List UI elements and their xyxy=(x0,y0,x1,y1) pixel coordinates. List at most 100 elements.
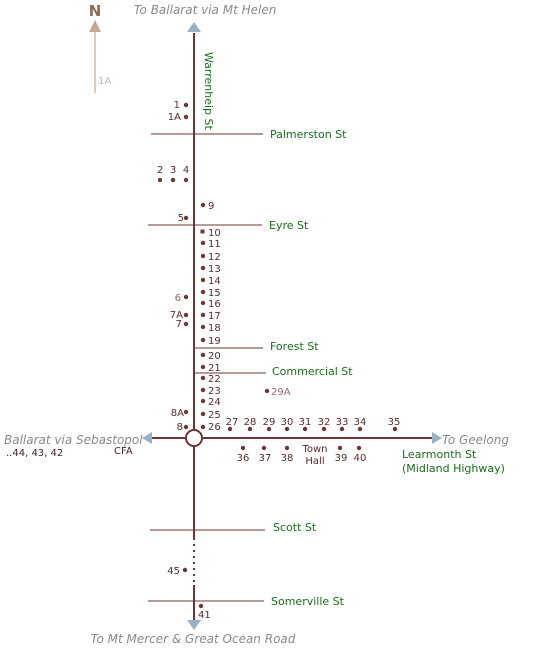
stop-dot xyxy=(183,102,189,108)
stop-dot xyxy=(183,321,189,327)
stop-label: 45 xyxy=(167,566,180,577)
destination-east: To Geelong xyxy=(442,433,509,447)
stop-label: 1A xyxy=(168,112,181,123)
stop-dot xyxy=(200,253,206,259)
west-route-numbers: ..44, 43, 42 xyxy=(6,448,63,459)
stop-label: 14 xyxy=(208,276,221,287)
stop-label: 39 xyxy=(335,453,348,464)
street-label-commercial: Commercial St xyxy=(272,365,353,378)
stop-label: 5 xyxy=(178,213,184,224)
stop-dot xyxy=(392,426,398,432)
stop-label: 6 xyxy=(175,293,181,304)
stop-label: 4 xyxy=(183,165,189,176)
stop-label: 30 xyxy=(281,417,294,428)
north-label: N xyxy=(89,2,102,20)
stop-label: 33 xyxy=(336,417,349,428)
landmark-town-hall-line1: Town xyxy=(301,444,327,455)
stop-dot xyxy=(247,426,253,432)
street-label-forest: Forest St xyxy=(270,340,319,353)
arrow-south-icon xyxy=(187,620,201,630)
stop-label: 41 xyxy=(198,610,211,621)
stop-label: 8A xyxy=(171,408,184,419)
stop-label: 31 xyxy=(299,417,312,428)
stop-dot xyxy=(200,375,206,381)
stop-label: 35 xyxy=(388,417,401,428)
stop-dot xyxy=(183,424,189,430)
stop-label: 36 xyxy=(237,453,250,464)
north-arrow: N 1A xyxy=(89,2,111,93)
stop-dot xyxy=(200,312,206,318)
arrow-north-icon xyxy=(187,22,201,32)
stop-dot xyxy=(200,300,206,306)
stop-dot xyxy=(337,445,343,451)
stop-label: 2 xyxy=(157,165,163,176)
stop-label: 29A xyxy=(271,387,291,398)
stop-label: 3 xyxy=(170,165,176,176)
stop-dot xyxy=(200,265,206,271)
street-label-palmerston: Palmerston St xyxy=(270,128,347,141)
stop-dot xyxy=(183,215,189,221)
stop-dot xyxy=(284,445,290,451)
stop-dot xyxy=(183,177,189,183)
cross-streets xyxy=(148,133,266,602)
stop-dot xyxy=(261,445,267,451)
stop-label: 10 xyxy=(208,228,221,239)
stop-dot xyxy=(266,426,272,432)
stop-label: 11 xyxy=(208,239,221,250)
stop-dot xyxy=(200,387,206,393)
stop-dot xyxy=(183,409,189,415)
stop-dot xyxy=(200,240,206,246)
stop-label: 29 xyxy=(263,417,276,428)
street-label-learmonth-sub: (Midland Highway) xyxy=(402,462,505,475)
stop-dot xyxy=(264,388,270,394)
stop-label: 13 xyxy=(208,264,221,275)
street-label-eyre: Eyre St xyxy=(269,219,309,232)
stop-label: 16 xyxy=(208,299,221,310)
stop-label: 20 xyxy=(208,351,221,362)
stop-label: 34 xyxy=(354,417,367,428)
stop-dot xyxy=(240,445,246,451)
stop-dot xyxy=(200,411,206,417)
stop-label: 24 xyxy=(208,397,221,408)
stop-label: 22 xyxy=(208,374,221,385)
stop-dot xyxy=(183,294,189,300)
destination-west: Ballarat via Sebastopol xyxy=(4,433,143,447)
stop-label: 7 xyxy=(176,319,182,330)
stop-dot xyxy=(357,426,363,432)
stop-dot xyxy=(356,445,362,451)
stop-dot xyxy=(321,426,327,432)
stop-dot xyxy=(200,364,206,370)
intersection-circle-icon xyxy=(185,429,203,447)
street-label-learmonth: Learmonth St xyxy=(402,448,477,461)
stop-dot xyxy=(170,177,176,183)
north-stop-label: 1A xyxy=(98,76,111,87)
arrow-west-icon xyxy=(142,432,152,444)
stop-label: 40 xyxy=(354,453,367,464)
stop-label: 25 xyxy=(208,410,221,421)
stop-dots xyxy=(157,102,398,609)
stop-label: 32 xyxy=(318,417,331,428)
stop-label: 9 xyxy=(208,201,214,212)
arrow-east-icon xyxy=(432,432,442,444)
stop-label: 23 xyxy=(208,386,221,397)
street-label-scott: Scott St xyxy=(273,521,317,534)
stop-label: 15 xyxy=(208,288,221,299)
landmark-cfa: CFA xyxy=(114,446,133,457)
stop-dot xyxy=(339,426,345,432)
stop-dot xyxy=(200,277,206,283)
stop-label: 8 xyxy=(177,422,183,433)
stop-dot xyxy=(200,289,206,295)
stop-dot xyxy=(200,398,206,404)
north-arrow-head-icon xyxy=(89,20,101,32)
stop-dot xyxy=(183,114,189,120)
stop-dot xyxy=(200,202,206,208)
stop-label: 38 xyxy=(281,453,294,464)
stop-label: 1 xyxy=(174,100,180,111)
stop-dot xyxy=(284,426,290,432)
stop-dot xyxy=(200,324,206,330)
landmark-town-hall-line2: Hall xyxy=(305,456,324,467)
stop-dot xyxy=(183,312,189,318)
stop-dot xyxy=(227,426,233,432)
stop-dot xyxy=(200,352,206,358)
